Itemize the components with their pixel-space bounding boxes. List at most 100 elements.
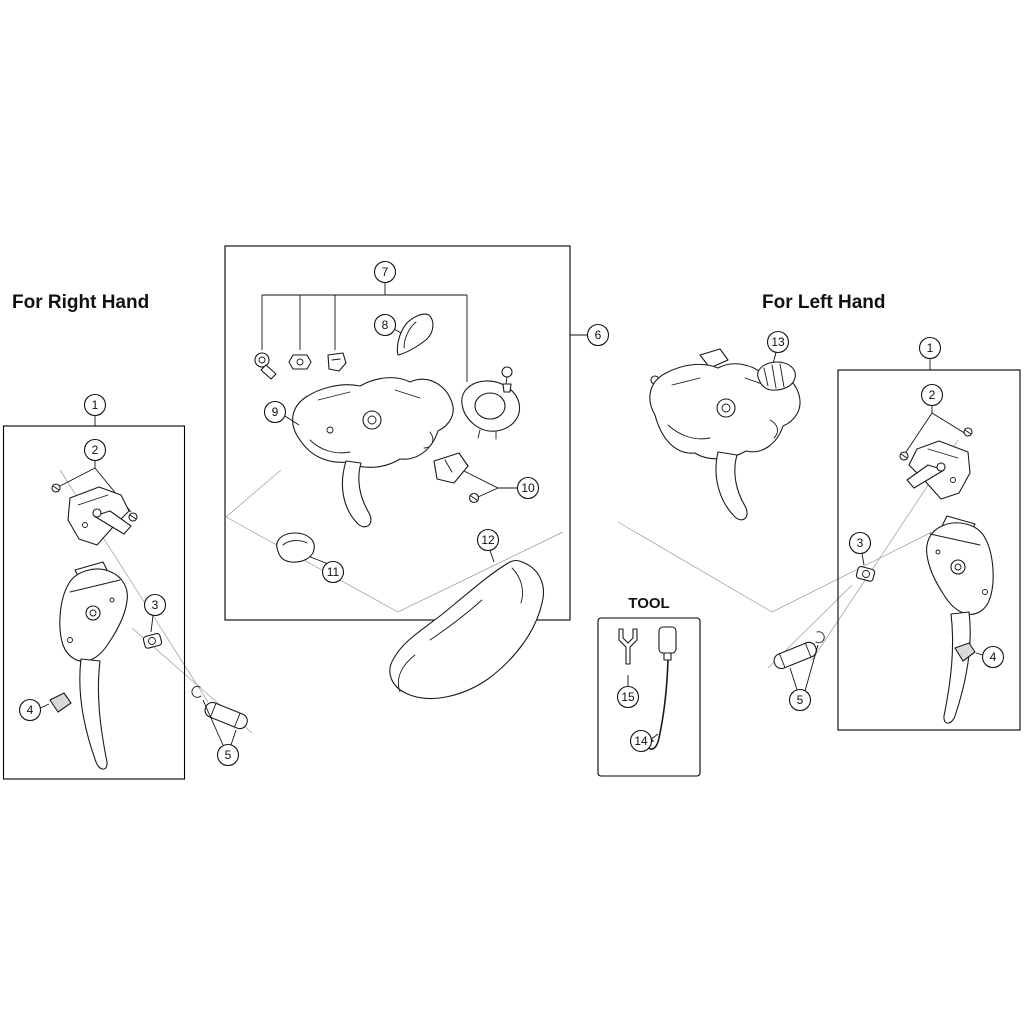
lever-pivot-pin (773, 641, 817, 670)
callout-number: 3 (152, 598, 159, 612)
callout-number: 7 (382, 265, 389, 279)
shifter-unit (906, 440, 971, 500)
callout-circle (216, 743, 240, 767)
callout-number: 1 (927, 341, 934, 355)
callout-number: 5 (797, 693, 804, 707)
callout-center-12: 12 (476, 528, 500, 552)
callout-number: 3 (857, 536, 864, 550)
callout-number: 4 (27, 703, 34, 717)
callout-number: 12 (481, 533, 495, 547)
right-assembly-box (2, 425, 186, 780)
leader-line (861, 553, 865, 566)
callout-circle (920, 383, 944, 407)
callout-circle (263, 400, 287, 424)
callout-left-1: 1 (918, 336, 942, 360)
callout-circle (83, 438, 107, 462)
brake-lever-body (926, 515, 994, 615)
name-plate (276, 532, 315, 563)
callout-circle (616, 685, 640, 709)
leader-line (477, 487, 499, 498)
callout-right-2: 2 (83, 438, 107, 462)
callout-center-6: 6 (586, 323, 610, 347)
callout-center-11: 11 (321, 560, 345, 584)
spacer-ring (288, 354, 312, 370)
callout-left-5: 5 (788, 688, 812, 712)
cable-clamp (855, 565, 876, 582)
callout-number: 6 (595, 328, 602, 342)
leader-line (150, 615, 154, 633)
callout-circle (373, 260, 397, 284)
leader-line (307, 555, 328, 564)
reach-adjust-block (49, 692, 72, 713)
leader-line (230, 729, 237, 746)
callout-circle (83, 393, 107, 417)
cable-guide (433, 452, 469, 484)
retaining-clip (327, 352, 347, 372)
hook-tool (646, 626, 677, 750)
right-hand-title: For Right Hand (12, 292, 149, 313)
shift-lever-arm (906, 464, 945, 489)
callout-circle (848, 531, 872, 555)
callout-circle (321, 560, 345, 584)
callout-right-3: 3 (143, 593, 167, 617)
exploded-view-box (224, 245, 571, 621)
callout-center-9: 9 (263, 400, 287, 424)
callout-circle (143, 593, 167, 617)
tool-box (597, 617, 701, 777)
callout-circle (766, 330, 790, 354)
leader-line (804, 644, 819, 692)
callout-circle (918, 336, 942, 360)
callout-circle (586, 323, 610, 347)
lever-body-main (292, 377, 454, 528)
callout-circle (981, 645, 1005, 669)
brake-lever-blade (943, 611, 971, 724)
callout-number: 9 (272, 405, 279, 419)
callout-number: 14 (634, 734, 648, 748)
leader-line (975, 652, 983, 656)
tool-label: TOOL (628, 595, 669, 612)
cable-clamp (142, 632, 163, 649)
leader-line (789, 667, 798, 690)
unit-fixing-bolt (254, 352, 277, 380)
lever-blade-hook (715, 451, 748, 521)
callout-right-4: 4 (18, 698, 42, 722)
leader-line (40, 703, 50, 709)
callout-number: 10 (521, 481, 535, 495)
leader-line (489, 550, 495, 563)
callout-number: 5 (225, 748, 232, 762)
callout-left-4: 4 (981, 645, 1005, 669)
guide-screw (468, 492, 480, 504)
lever-blade-hook (341, 460, 372, 528)
fork-tool (618, 628, 638, 665)
callout-tool-14: 14 (629, 729, 653, 753)
shift-lever-arm (93, 510, 132, 535)
callout-circle (629, 729, 653, 753)
bracket-hood-cover (389, 559, 544, 700)
fixing-screw (128, 512, 138, 522)
left-assembly-box (837, 369, 1021, 731)
textured-pad (757, 361, 796, 391)
callout-circle (516, 476, 540, 500)
callout-center-7: 7 (373, 260, 397, 284)
circlip (191, 685, 202, 698)
callout-right-5: 5 (216, 743, 240, 767)
callout-number: 2 (929, 388, 936, 402)
right-hand-section: For Right Hand 1 2 (2, 292, 253, 780)
leader-line (931, 412, 967, 435)
callout-circle (373, 313, 397, 337)
leader-line (202, 699, 224, 746)
callout-number: 1 (92, 398, 99, 412)
leader-line (59, 460, 96, 487)
left-hand-title: For Left Hand (762, 292, 886, 313)
clamp-bolt (501, 366, 513, 378)
guide-line (225, 469, 282, 518)
callout-right-1: 1 (83, 393, 107, 417)
callout-circle (788, 688, 812, 712)
circlip (815, 631, 825, 644)
brake-lever-blade (79, 658, 108, 770)
reach-adjust-block (954, 642, 976, 662)
cover-wedge (396, 313, 434, 356)
callout-number: 15 (621, 690, 635, 704)
fixing-screw (963, 427, 973, 437)
